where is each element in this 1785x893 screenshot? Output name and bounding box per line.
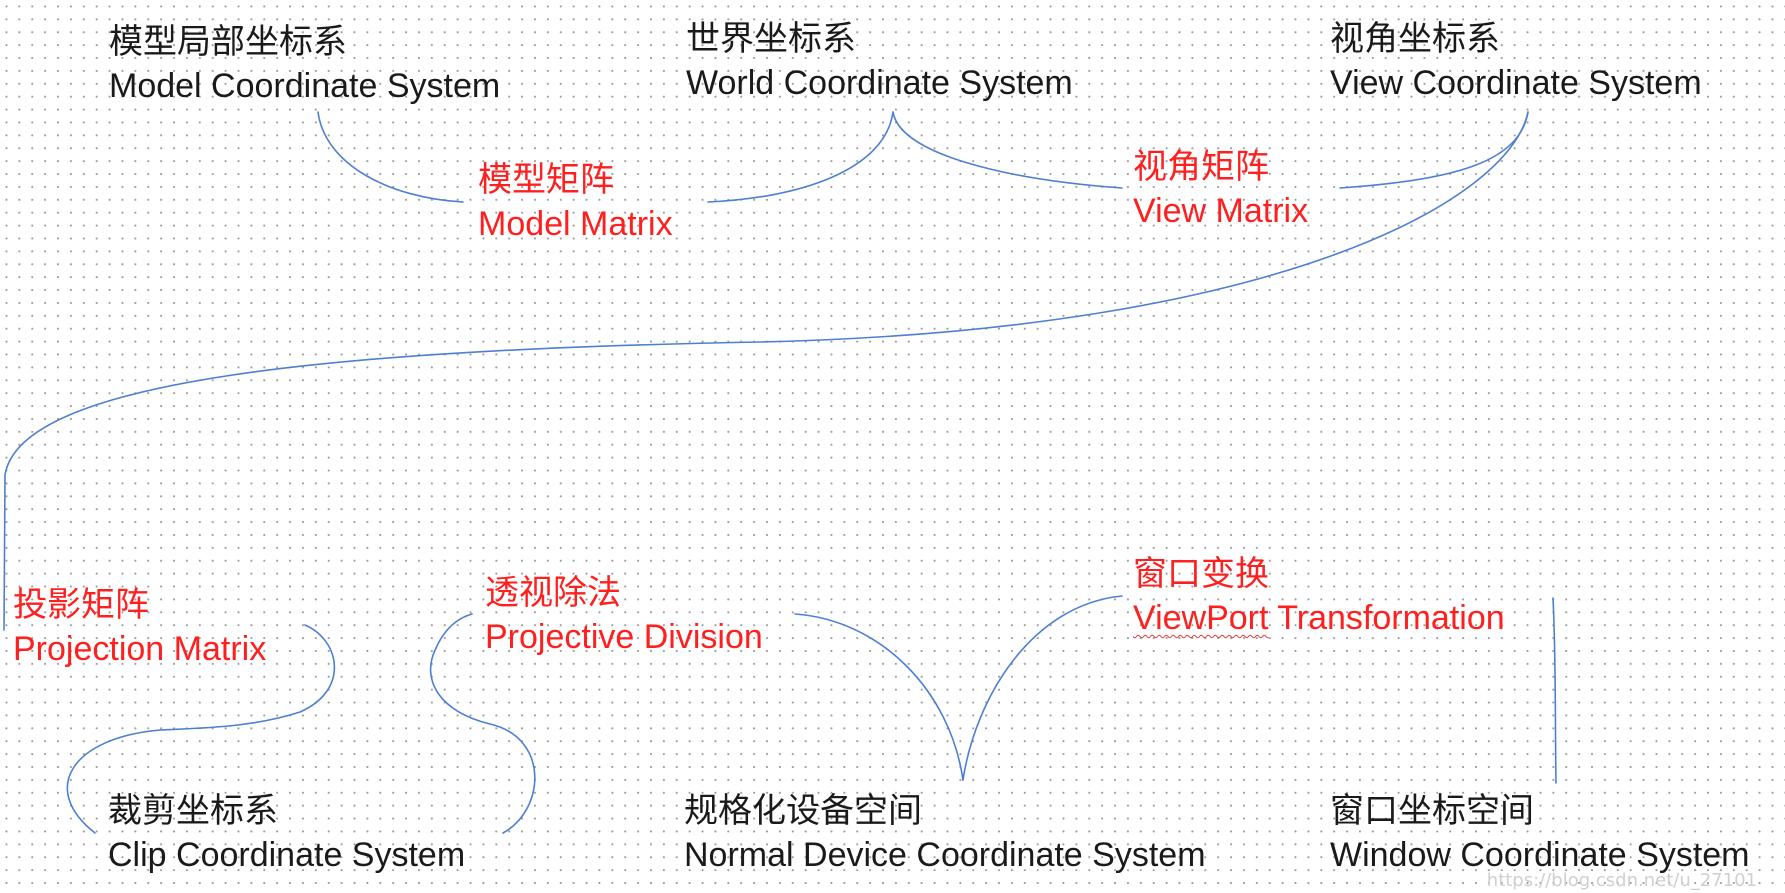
connector-clip-to-projective-division — [429, 613, 536, 834]
clip-coordinate-system-en: Clip Coordinate System — [108, 836, 466, 874]
projection-matrix-en: Projection Matrix — [13, 630, 267, 668]
viewport-transformation-zh: 窗口变换 — [1133, 555, 1269, 593]
window-coordinate-system-label: 窗口坐标空间 Window Coordinate System — [1330, 789, 1750, 877]
model-matrix-label: 模型矩阵 Model Matrix — [478, 158, 673, 246]
world-coordinate-system-en: World Coordinate System — [686, 64, 1073, 102]
view-coordinate-system-label: 视角坐标系 View Coordinate System — [1330, 17, 1702, 105]
ndc-zh: 规格化设备空间 — [684, 792, 922, 830]
clip-coordinate-system-label: 裁剪坐标系 Clip Coordinate System — [108, 789, 465, 877]
connector-projection-matrix-to-clip — [66, 624, 336, 834]
connector-projective-division-to-ndc — [794, 613, 964, 781]
viewport-transformation-en: ViewPort Transformation — [1133, 596, 1505, 640]
connector-view-matrix-to-view — [1339, 111, 1529, 189]
view-coordinate-system-zh: 视角坐标系 — [1330, 20, 1500, 58]
clip-coordinate-system-zh: 裁剪坐标系 — [108, 792, 278, 830]
viewport-word: ViewPort — [1133, 599, 1269, 637]
connector-model-to-model-matrix — [317, 111, 464, 203]
projection-matrix-label: 投影矩阵 Projection Matrix — [13, 583, 266, 671]
model-coordinate-system-en: Model Coordinate System — [109, 67, 501, 105]
connector-model-matrix-to-world — [707, 111, 894, 203]
projective-division-zh: 透视除法 — [485, 574, 621, 612]
ndc-en: Normal Device Coordinate System — [684, 836, 1206, 874]
model-matrix-en: Model Matrix — [478, 205, 673, 243]
view-matrix-en: View Matrix — [1133, 192, 1309, 230]
world-coordinate-system-label: 世界坐标系 World Coordinate System — [686, 17, 1073, 105]
model-coordinate-system-label: 模型局部坐标系 Model Coordinate System — [109, 20, 500, 108]
connector-view-to-projection-matrix — [3, 111, 1529, 631]
view-coordinate-system-en: View Coordinate System — [1330, 64, 1702, 102]
watermark-text: https://blog.csdn.net/u_27101 — [1486, 870, 1757, 891]
model-matrix-zh: 模型矩阵 — [478, 161, 614, 199]
ndc-label: 规格化设备空间 Normal Device Coordinate System — [684, 789, 1206, 877]
projective-division-en: Projective Division — [485, 618, 763, 656]
projection-matrix-zh: 投影矩阵 — [13, 586, 149, 624]
viewport-transformation-label: 窗口变换 ViewPort Transformation — [1133, 552, 1505, 640]
connector-ndc-to-viewport-transform — [962, 595, 1123, 781]
view-matrix-label: 视角矩阵 View Matrix — [1133, 145, 1308, 233]
projective-division-label: 透视除法 Projective Division — [485, 571, 763, 659]
window-coordinate-system-en: Window Coordinate System — [1330, 836, 1750, 874]
transformation-word: Transformation — [1268, 599, 1505, 637]
window-coordinate-system-zh: 窗口坐标空间 — [1330, 792, 1534, 830]
connector-viewport-to-window — [1552, 597, 1557, 784]
model-coordinate-system-zh: 模型局部坐标系 — [109, 23, 347, 61]
view-matrix-zh: 视角矩阵 — [1133, 148, 1269, 186]
connector-world-to-view-matrix — [892, 111, 1123, 189]
world-coordinate-system-zh: 世界坐标系 — [686, 20, 856, 58]
